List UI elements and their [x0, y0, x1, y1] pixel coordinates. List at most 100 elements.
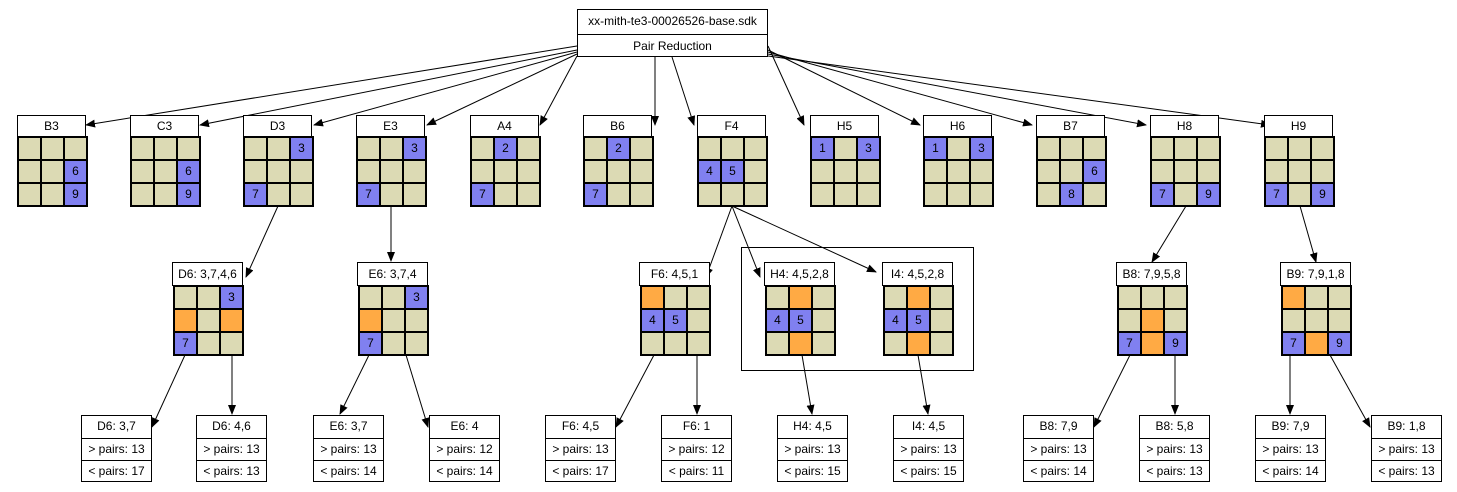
node-a4-label: A4 [470, 115, 539, 137]
result-b9-1-8: B9: 1,8> pairs: 13< pairs: 13 [1371, 415, 1442, 482]
more-pairs-count: > pairs: 13 [197, 438, 266, 460]
grid-cell: 3 [970, 137, 993, 160]
candidate-f6-4-5-1-label: F6: 4,5,1 [639, 262, 710, 286]
more-pairs-count: > pairs: 13 [778, 438, 847, 460]
grid-cell [1151, 137, 1174, 160]
more-pairs-count: > pairs: 13 [314, 438, 383, 460]
grid-cell [177, 137, 200, 160]
grid-cell [1083, 183, 1106, 206]
grid-cell [1311, 137, 1334, 160]
result-e6-3-7: E6: 3,7> pairs: 13< pairs: 14 [313, 415, 384, 482]
fewer-pairs-count: < pairs: 14 [1024, 460, 1093, 482]
grid-cell [403, 183, 426, 206]
grid-cell: 7 [1282, 332, 1305, 355]
grid-cell: 9 [64, 183, 87, 206]
grid-cell [357, 137, 380, 160]
grid-cell: 7 [584, 183, 607, 206]
fewer-pairs-count: < pairs: 14 [430, 460, 499, 482]
grid-cell: 2 [494, 137, 517, 160]
grid-cell [290, 160, 313, 183]
grid-cell [1118, 309, 1141, 332]
grid-cell: 7 [244, 183, 267, 206]
grid-cell [744, 137, 767, 160]
grid-cell [1197, 160, 1220, 183]
grid-cell [382, 332, 405, 355]
result-d6-3-7: D6: 3,7> pairs: 13< pairs: 17 [81, 415, 152, 482]
d6-to-d6-37-edge [151, 354, 186, 428]
grid-cell [267, 183, 290, 206]
grid-cell: 6 [64, 160, 87, 183]
grid-cell: 7 [174, 332, 197, 355]
grid-cell [382, 286, 405, 309]
root-title: xx-mith-te3-00026526-base.sdk [588, 14, 757, 28]
root-to-c3-edge [199, 49, 578, 128]
grid-cell: 1 [811, 137, 834, 160]
more-pairs-count: > pairs: 13 [1372, 438, 1441, 460]
grid-cell [1282, 309, 1305, 332]
grid-cell [930, 309, 953, 332]
grid-cell [1037, 160, 1060, 183]
grid-cell [584, 160, 607, 183]
h8-to-b8-edge [1151, 205, 1187, 263]
root-to-b7-edge [767, 51, 1033, 127]
grid-cell [970, 160, 993, 183]
grid-cell [1174, 160, 1197, 183]
grid-cell [607, 160, 630, 183]
root-to-e3-edge [426, 53, 578, 126]
root-to-b3-edge [85, 45, 578, 128]
grid-cell [267, 137, 290, 160]
grid-cell [405, 332, 428, 355]
grid-cell: 5 [721, 160, 744, 183]
result-b8-5-8: B8: 5,8> pairs: 13< pairs: 13 [1139, 415, 1210, 482]
e6-to-e6-37-edge [339, 354, 370, 415]
grid-cell: 4 [884, 309, 907, 332]
more-pairs-count: > pairs: 12 [430, 438, 499, 460]
fewer-pairs-count: < pairs: 13 [1372, 460, 1441, 482]
grid-cell [641, 332, 664, 355]
grid-cell [721, 137, 744, 160]
grid-cell [494, 183, 517, 206]
fewer-pairs-count: < pairs: 15 [894, 460, 963, 482]
grid-cell [930, 286, 953, 309]
result-e6-4: E6: 4> pairs: 12< pairs: 14 [429, 415, 500, 482]
node-b6-label: B6 [583, 115, 652, 137]
root-to-d3-edge [313, 51, 578, 127]
root-to-a4-edge [539, 55, 578, 126]
grid-cell [924, 160, 947, 183]
grid-cell [405, 309, 428, 332]
grid-cell [811, 160, 834, 183]
grid-cell [220, 332, 243, 355]
h4-to-h4-45-edge [801, 354, 815, 415]
grid-cell: 9 [1197, 183, 1220, 206]
node-f4-label: F4 [697, 115, 766, 137]
grid-cell: 5 [907, 309, 930, 332]
grid-cell [380, 160, 403, 183]
grid-cell [517, 160, 540, 183]
grid-cell [154, 137, 177, 160]
grid-cell [698, 137, 721, 160]
grid-cell [744, 160, 767, 183]
grid-cell [1288, 137, 1311, 160]
grid-cell [1265, 160, 1288, 183]
node-h8-label: H8 [1150, 115, 1219, 137]
grid-cell: 3 [405, 286, 428, 309]
grid-cell [721, 183, 744, 206]
grid-cell: 3 [403, 137, 426, 160]
grid-cell [244, 137, 267, 160]
grid-cell: 7 [357, 183, 380, 206]
fewer-pairs-count: < pairs: 15 [778, 460, 847, 482]
root-to-f4-edge [671, 56, 696, 126]
grid-cell [698, 183, 721, 206]
fewer-pairs-count: < pairs: 17 [82, 460, 151, 482]
grid-cell [1311, 160, 1334, 183]
h9-to-b9-edge [1299, 205, 1318, 263]
result-i4-4-5: I4: 4,5> pairs: 13< pairs: 15 [893, 415, 964, 482]
grid-cell [1265, 137, 1288, 160]
grid-cell: 9 [177, 183, 200, 206]
result-label: F6: 4,5 [561, 419, 600, 433]
grid-cell [1197, 137, 1220, 160]
node-e3-label: E3 [356, 115, 425, 137]
